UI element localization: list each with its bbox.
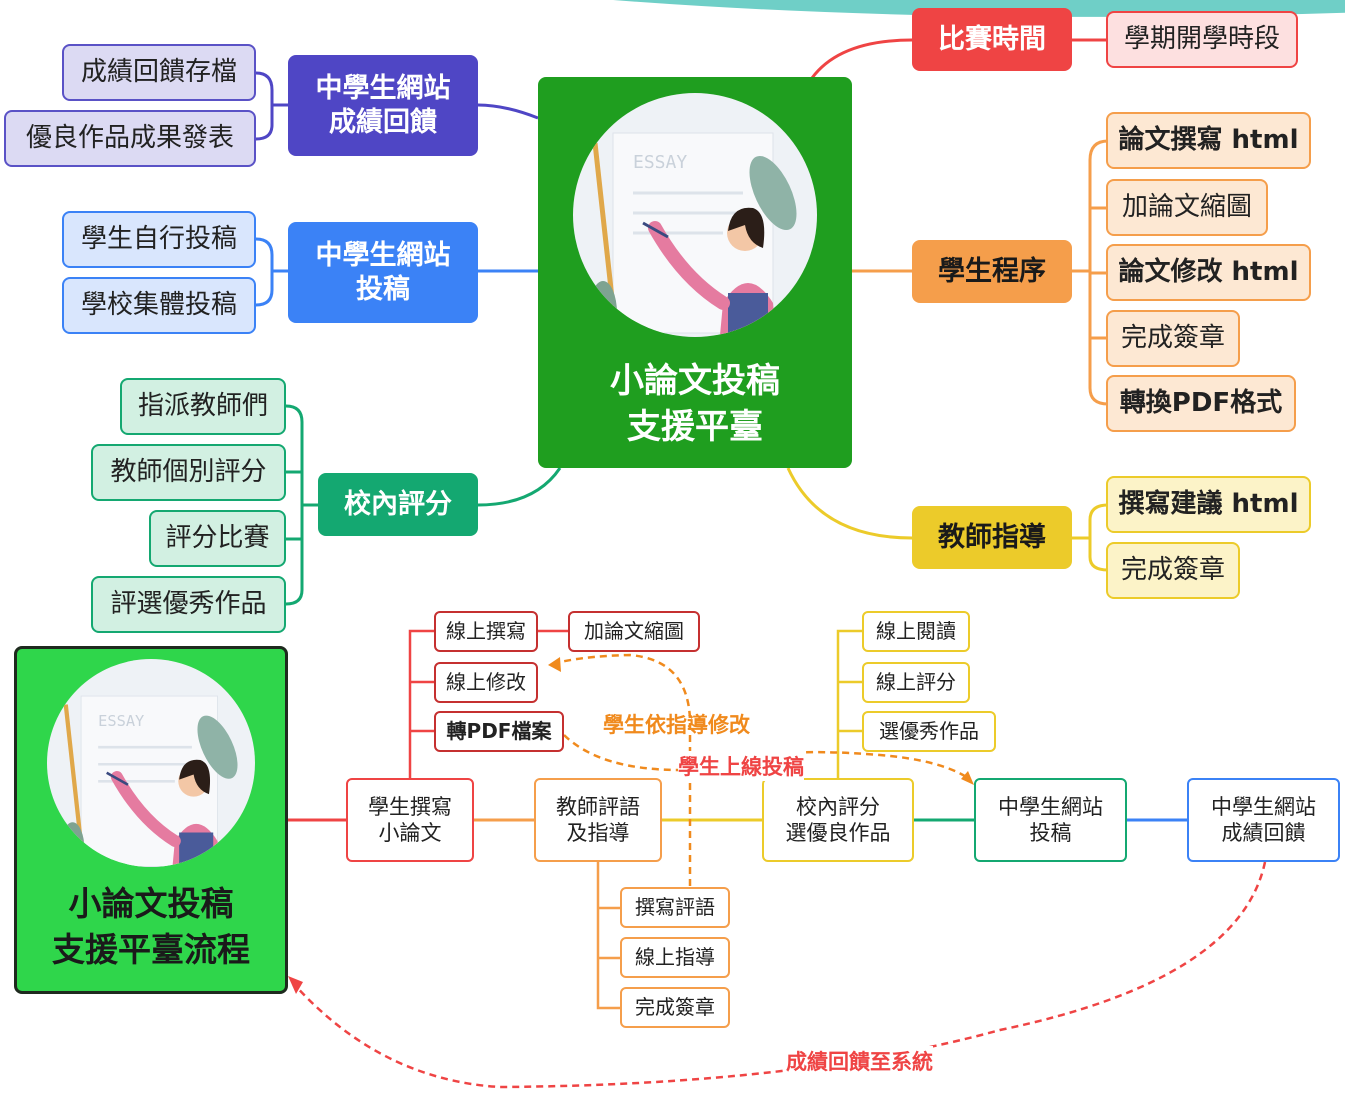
hub-school-grading: 校內評分: [318, 473, 478, 536]
hub-teacher-guidance: 教師指導: [912, 506, 1072, 569]
leaf-add-thumbnail: 加論文縮圖: [1106, 179, 1268, 236]
connector-feedback-leaves: [255, 71, 288, 141]
leaf-excellent-works: 優良作品成果發表: [4, 110, 256, 167]
note-feedback-to-system: 成績回饋至系統: [786, 1046, 933, 1076]
center-title: 小論文投稿 支援平臺: [610, 361, 780, 447]
flow-essay-paper-label: ESSAY: [98, 712, 144, 730]
flow-sub-write-comments: 撰寫評語: [620, 887, 730, 928]
connector-teacher-leaves: [1072, 503, 1109, 572]
flow-step-website-feedback: 中學生網站 成績回饋: [1187, 778, 1340, 862]
note-revise-by-guidance: 學生依指導修改: [603, 713, 750, 737]
flow-school-branch: [836, 629, 862, 778]
hub-website-feedback: 中學生網站 成績回饋: [288, 55, 478, 156]
leaf-write-paper-html: 論文撰寫 html: [1106, 112, 1311, 169]
flow-start-title: 小論文投稿 支援平臺流程: [52, 884, 250, 970]
flow-sub-online-guidance: 線上指導: [620, 937, 730, 978]
illustration-avatar: ESSAY: [573, 93, 817, 337]
flow-sub-online-reading: 線上閱讀: [862, 611, 970, 652]
flow-sub-convert-pdf: 轉PDF檔案: [434, 711, 564, 752]
leaf-self-submission: 學生自行投稿: [62, 211, 256, 268]
flow-step-school-selection: 校內評分 選優良作品: [762, 778, 914, 862]
leaf-assign-teachers: 指派教師們: [120, 378, 286, 435]
flow-step-student-writing: 學生撰寫 小論文: [346, 778, 474, 862]
flow-sub-select-excellent: 選優秀作品: [862, 711, 996, 752]
connector-submit-leaves: [255, 237, 288, 307]
flow-sub-add-thumbnail: 加論文縮圖: [568, 611, 700, 652]
leaf-individual-grading: 教師個別評分: [91, 444, 286, 501]
connector-center-school: [477, 467, 562, 507]
leaf-sign-complete: 完成簽章: [1106, 310, 1240, 367]
flow-step-teacher-comments: 教師評語 及指導: [534, 778, 662, 862]
leaf-revise-paper-html: 論文修改 html: [1106, 244, 1311, 301]
flow-feedback-arrow: [292, 861, 1267, 1089]
leaf-write-suggestions-html: 撰寫建議 html: [1106, 476, 1311, 533]
flow-sub-online-grading: 線上評分: [862, 662, 970, 703]
upload-arrowhead: [961, 771, 974, 785]
connector-student-leaves: [1072, 139, 1109, 406]
leaf-feedback-archive: 成績回饋存檔: [62, 44, 256, 101]
hub-student-procedure: 學生程序: [912, 240, 1072, 303]
connector-center-teacher: [786, 467, 913, 540]
connector-school-leaves: [285, 404, 318, 606]
hub-website-submission: 中學生網站 投稿: [288, 222, 478, 323]
hub-contest-time: 比賽時間: [912, 8, 1072, 71]
flow-teacher-branch: [596, 862, 620, 1010]
essay-paper-label: ESSAY: [633, 152, 687, 173]
leaf-semester-start: 學期開學時段: [1106, 11, 1298, 68]
leaf-grading-contest: 評分比賽: [149, 510, 286, 567]
flow-sub-online-writing: 線上撰寫: [434, 611, 538, 652]
connector-center-time: [810, 38, 913, 79]
leaf-school-submission: 學校集體投稿: [62, 277, 256, 334]
flow-illustration-avatar: ESSAY: [47, 659, 255, 867]
note-online-submission: 學生上線投稿: [678, 751, 804, 781]
feedback-arrowhead: [288, 976, 303, 994]
flow-step-website-submission: 中學生網站 投稿: [974, 778, 1127, 862]
flow-sub-online-revision: 線上修改: [434, 662, 538, 703]
flow-sub-complete-signature: 完成簽章: [620, 987, 730, 1028]
flow-revise-arrow: [547, 653, 692, 886]
leaf-convert-pdf: 轉換PDF格式: [1106, 375, 1296, 432]
center-node: ESSAY 小論文投稿 支援平臺: [538, 77, 852, 468]
leaf-teacher-sign: 完成簽章: [1106, 542, 1240, 599]
flow-student-branch: [408, 629, 568, 778]
leaf-select-excellent: 評選優秀作品: [91, 576, 286, 633]
connector-center-feedback: [477, 103, 539, 120]
flow-start-node: ESSAY 小論文投稿 支援平臺流程: [14, 646, 288, 994]
revise-arrowhead: [548, 657, 561, 672]
